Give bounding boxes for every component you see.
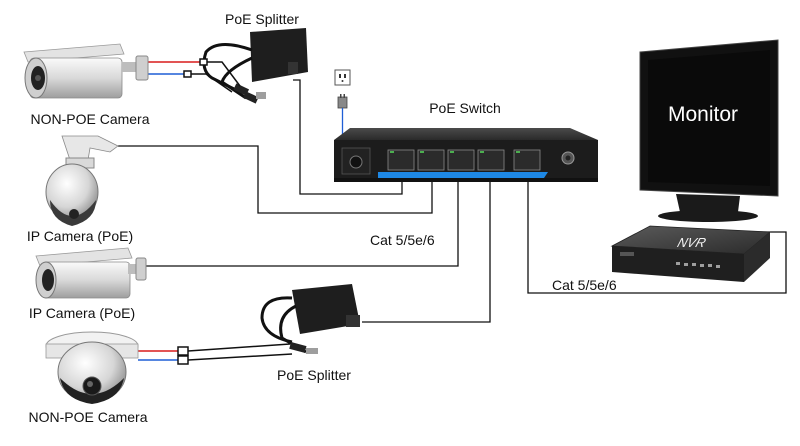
nvr-label: NVR — [675, 235, 708, 250]
power-leads-top — [148, 58, 241, 93]
monitor-label: Monitor — [668, 103, 739, 126]
power-outlet-icon — [334, 69, 352, 141]
cable-dome-camera-to-switch — [118, 145, 433, 214]
label-cable-right: Cat 5/5e/6 — [552, 277, 617, 293]
poe-switch — [334, 128, 598, 182]
ip-bullet-camera-icon — [35, 247, 147, 299]
poe-splitter-bottom — [260, 284, 360, 354]
monitor-icon — [639, 39, 779, 222]
label-ip-camera-dome: IP Camera (PoE) — [26, 228, 134, 244]
label-poe-splitter-bottom: PoE Splitter — [277, 367, 351, 383]
non-poe-camera-bottom-icon — [45, 331, 139, 404]
nvr-icon — [610, 225, 772, 282]
ip-dome-camera-icon — [45, 135, 119, 226]
cable-switch-to-nvr — [527, 172, 787, 294]
label-cable-left: Cat 5/5e/6 — [370, 232, 435, 248]
label-non-poe-camera-bottom: NON-POE Camera — [28, 409, 148, 425]
cable-bullet-camera-to-switch — [145, 172, 459, 267]
label-poe-splitter-top: PoE Splitter — [225, 11, 299, 27]
label-ip-camera-bullet: IP Camera (PoE) — [28, 305, 136, 321]
poe-splitter-top — [202, 28, 308, 104]
non-poe-camera-top-icon — [23, 43, 149, 99]
cable-splitter-top-to-switch — [293, 79, 403, 195]
label-poe-switch: PoE Switch — [429, 100, 501, 116]
power-leads-bottom — [138, 343, 293, 365]
cable-splitter-bottom-to-switch — [362, 172, 491, 323]
label-non-poe-camera-top: NON-POE Camera — [30, 111, 150, 127]
